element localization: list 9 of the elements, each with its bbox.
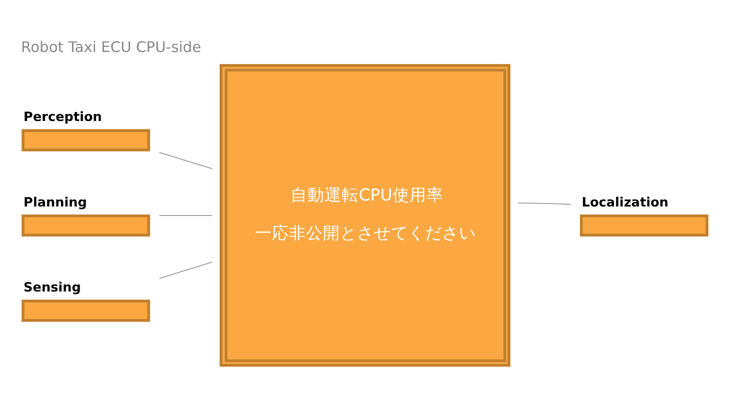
connector	[158, 262, 213, 279]
diagram-title: Robot Taxi ECU CPU-side	[21, 39, 202, 56]
node-label: Perception	[24, 110, 102, 126]
node-label: Sensing	[24, 280, 81, 296]
connector	[158, 214, 213, 216]
node-label: Planning	[24, 195, 87, 210]
connector	[517, 202, 572, 205]
connector	[158, 152, 213, 170]
node-label: Localization	[582, 195, 668, 210]
